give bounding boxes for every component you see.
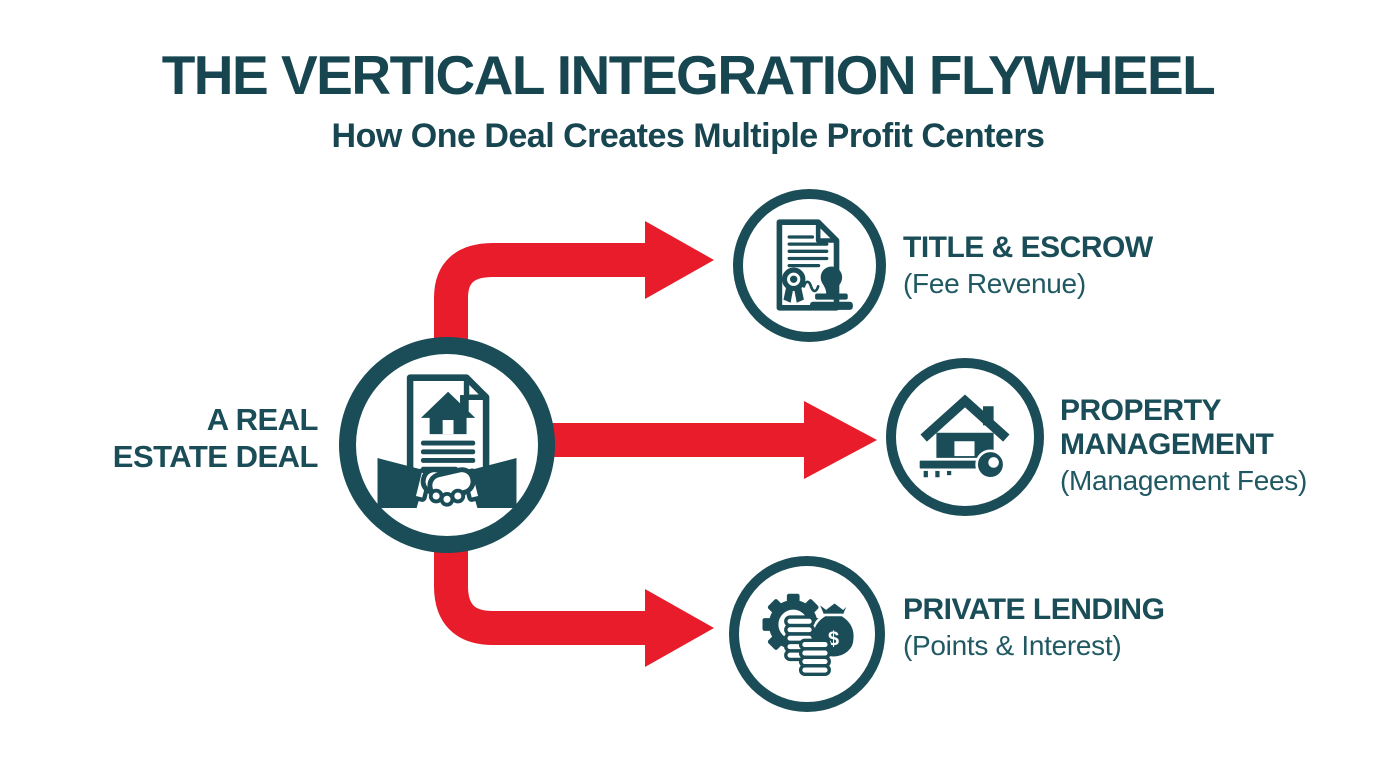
spoke-circle-property-management (886, 358, 1044, 516)
gear-coins-moneybag-icon: $ (762, 593, 857, 676)
spoke-label-title-escrow: TITLE & ESCROW (Fee Revenue) (903, 231, 1153, 300)
spoke-circle-private-lending: $ (729, 556, 885, 712)
spoke-circle-title-escrow (733, 189, 886, 342)
house-key-icon (917, 394, 1010, 480)
page-title: THE VERTICAL INTEGRATION FLYWHEEL (161, 44, 1216, 106)
hub-label-line1: A REAL (206, 402, 319, 437)
spoke-subtitle: (Fee Revenue) (903, 268, 1086, 299)
hub-label: A REAL ESTATE DEAL (60, 401, 319, 475)
page-subtitle: How One Deal Creates Multiple Profit Cen… (331, 117, 1045, 155)
arrow-to-title-escrow (434, 221, 714, 420)
arrow-to-private-lending (434, 470, 714, 667)
spoke-label-private-lending: PRIVATE LENDING (Points & Interest) (903, 593, 1165, 662)
spoke-title: TITLE & ESCROW (903, 231, 1153, 264)
spoke-label-property-management: PROPERTY MANAGEMENT (Management Fees) (1060, 394, 1320, 497)
spoke-title: PRIVATE LENDING (903, 593, 1165, 626)
coin-stack-front (798, 638, 831, 676)
real-estate-deal-handshake-icon (377, 374, 517, 508)
spoke-title: PROPERTY MANAGEMENT (1060, 394, 1274, 461)
spoke-subtitle: (Points & Interest) (903, 630, 1122, 661)
svg-text:$: $ (828, 629, 839, 651)
spoke-subtitle: (Management Fees) (1060, 465, 1308, 496)
hub-circle-real-estate-deal (339, 337, 555, 553)
certificate-stamp-icon (776, 218, 853, 311)
hub-label-line2: ESTATE DEAL (112, 439, 319, 474)
